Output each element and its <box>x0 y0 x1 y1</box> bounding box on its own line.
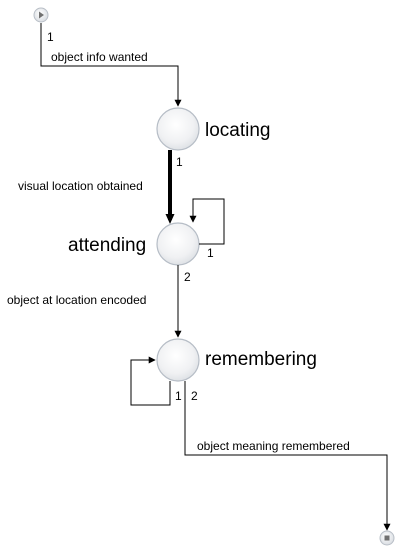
edge-attending-self-loop: 1 <box>189 198 225 260</box>
edge-label: object meaning remembered <box>197 439 350 453</box>
edge-number: 2 <box>191 389 198 403</box>
node-label: locating <box>205 120 271 141</box>
edge-number: 1 <box>47 30 54 44</box>
edge-remembering-to-end: 2 object meaning remembered <box>184 381 391 531</box>
edge-label: object at location encoded <box>7 293 146 307</box>
node-remembering[interactable]: remembering <box>156 338 317 382</box>
play-icon <box>39 11 44 19</box>
end-node[interactable] <box>379 530 395 546</box>
edge-label: visual location obtained <box>18 179 143 193</box>
edge-number: 2 <box>184 270 191 284</box>
stop-icon <box>384 535 390 541</box>
edge-attending-to-remembering: 2 object at location encoded <box>7 265 191 338</box>
edge-locating-to-attending: 1 visual location obtained <box>18 150 183 224</box>
edge-start-to-locating: 1 object info wanted <box>40 23 182 107</box>
edge-number: 1 <box>207 246 214 260</box>
start-node[interactable] <box>33 7 49 23</box>
node-locating[interactable]: locating <box>156 107 271 151</box>
node-label: attending <box>68 235 146 256</box>
edge-number: 1 <box>175 389 182 403</box>
edge-remembering-self-loop: 1 <box>130 356 182 406</box>
node-attending[interactable]: attending <box>68 222 200 266</box>
node-label: remembering <box>205 349 317 370</box>
edge-number: 1 <box>176 155 183 169</box>
edge-label: object info wanted <box>51 50 148 64</box>
